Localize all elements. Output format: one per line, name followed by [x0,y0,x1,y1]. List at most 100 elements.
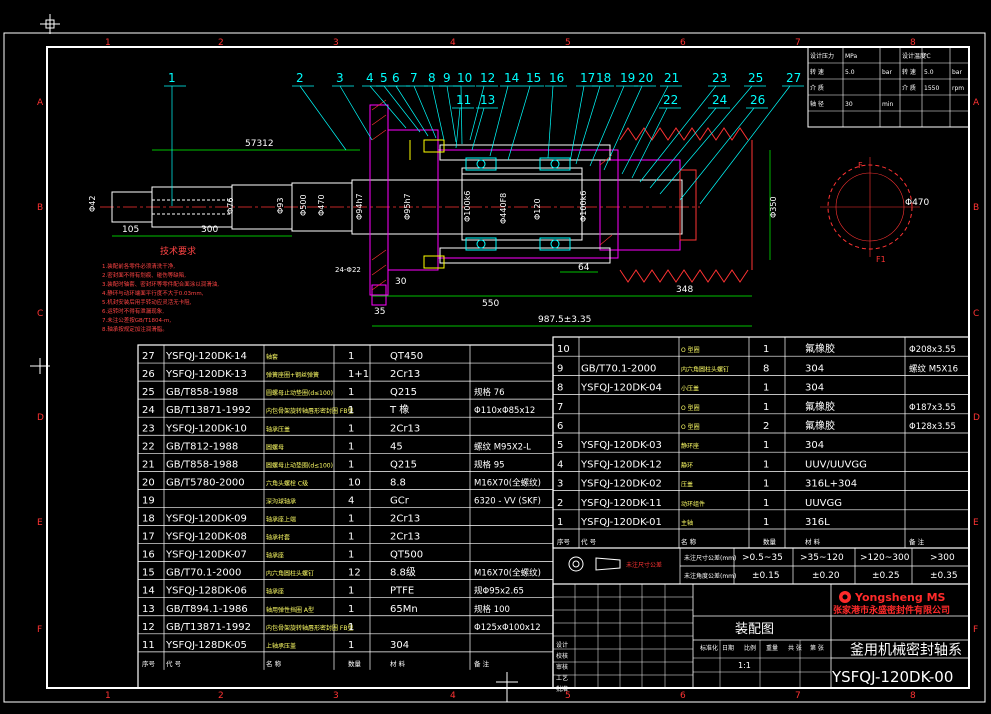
bom-header-mat: 材 料 [805,537,821,546]
tb-label: 工艺 [556,674,568,682]
dim-phi42: Φ42 [88,196,97,212]
bom-cell-qty: 4 [348,495,354,506]
param-cell: 5.0 [845,69,855,76]
leader-14 [489,85,509,157]
balloon-21: 21 [664,71,679,85]
grid-row-right-B: B [973,203,979,213]
bom-cell-remark: 规格 76 [474,387,505,398]
grid-row-left-F: F [37,625,42,635]
bom-cell-name: 内六角圆柱头螺钉 [681,365,729,373]
tolerance-label-2: 未注角度公差(mm) [684,572,736,580]
bom-cell-name: 轴承座 [266,552,284,560]
bom-cell-no: 5 [557,440,563,451]
bom-cell-mat: 氟橡胶 [805,400,835,413]
bom-cell-no: 20 [142,477,155,488]
balloon-19: 19 [620,71,635,85]
bom-cell-qty: 1 [348,459,354,470]
bom-cell-mat: 8.8 [390,477,406,488]
bom-cell-no: 11 [142,640,155,651]
bom-cell-mat: 316L+304 [805,479,857,490]
balloon-3: 3 [336,71,344,85]
bom-cell-remark: 6320 - VV (SKF) [474,496,541,506]
leader-3 [339,85,373,141]
bom-cell-remark: M16X70(全螺纹) [474,568,541,579]
bom-cell-no: 18 [142,514,155,525]
bom-cell-name: 轴套 [266,353,278,361]
leader-17 [569,85,585,163]
leader-8 [431,85,445,141]
bom-cell-mat: 2Cr13 [390,423,420,434]
bom-cell-code: GB/T70.1-2000 [581,363,656,374]
bom-cell-qty: 1 [763,459,769,470]
balloon-13: 13 [480,93,495,107]
technical-notes: 技术要求 1.装配前各零件必须清洗干净,2.密封面不得有划痕、碰伤等缺陷,3.装… [102,245,219,333]
dim-105: 105 [122,225,139,235]
leader-15 [507,85,531,161]
bom-cell-no: 12 [142,622,155,633]
tb-label: 标准化 [700,644,718,652]
bom-cell-code: YSFQJ-120DK-13 [165,369,247,380]
dim-phi120: Φ120 [533,198,542,220]
bom-cell-qty: 2 [763,421,769,432]
bom-cell-code: GB/T5780-2000 [166,477,245,488]
leader-19 [589,85,625,167]
tb-label: 第 张 [810,644,824,652]
param-cell: 5.0 [924,69,934,76]
grid-col-bottom-7: 7 [795,691,801,701]
bom-cell-no: 6 [557,421,563,432]
bom-cell-no: 27 [142,351,155,362]
dim-550: 550 [482,299,499,309]
bom-cell-name: 轴承衬套 [266,534,290,542]
bom-cell-qty: 1 [348,586,354,597]
param-cell: 轴 径 [810,100,824,108]
scale-value: 1:1 [738,661,751,670]
leader-9 [446,85,457,143]
bom-cell-name: O 型圈 [681,346,700,354]
balloon-9: 9 [443,71,451,85]
leader-18 [575,85,601,165]
bom-header-remark: 备 注 [909,537,925,546]
bom-cell-qty: 1 [348,532,354,543]
param-cell: 介 质 [810,84,824,92]
grid-row-left-B: B [37,203,43,213]
bom-cell-name: 轴用弹性挡圈 A型 [266,606,314,614]
balloon-22: 22 [663,93,678,107]
tol-range-2: >35~120 [800,553,844,563]
grid-col-top-1: 1 [105,38,111,48]
dim-phi76: Φ76 [226,198,235,214]
grid-row-right-A: A [973,98,980,108]
grid-col-bottom-3: 3 [333,691,339,701]
grid-row-right-C: C [973,309,979,319]
note-line-2: 2.密封面不得有划痕、碰伤等缺陷, [102,271,186,279]
tolerance-note: 未注尺寸公差 [626,561,662,569]
note-line-8: 8.轴承按规定加注润滑脂。 [102,325,168,333]
bom-cell-no: 3 [557,479,563,490]
grid-col-bottom-4: 4 [450,691,456,701]
leader-26 [679,107,755,201]
crosshair-cursor-icon [40,14,60,34]
grid-col-top-4: 4 [450,38,456,48]
main-shaft [111,179,683,235]
bom-cell-qty: 1 [348,423,354,434]
bom-cell-no: 24 [142,405,155,416]
bom-cell-remark: Φ187x3.55 [909,403,956,413]
shaft-assembly: F F1 [100,99,920,306]
bom-cell-mat: 8.8级 [390,567,416,579]
leader-25 [659,85,753,195]
bom-cell-qty: 1 [763,383,769,394]
tb-label: 日期 [722,644,734,652]
bom-cell-code: GB/T894.1-1986 [166,604,248,615]
grid-col-bottom-1: 1 [105,691,111,701]
bom-cell-remark: M16X70(全螺纹) [474,477,541,488]
bom-cell-mat: T 橡 [389,403,409,416]
bom-cell-qty: 1 [348,441,354,452]
grid-row-right-D: D [973,413,980,423]
dim-phi350: Φ350 [769,196,778,218]
bom-header-mat: 材 料 [390,659,406,668]
bom-cell-name: 轴承压盖 [266,425,290,433]
bom-cell-no: 15 [142,568,155,579]
bom-cell-code: GB/T13871-1992 [166,622,251,633]
